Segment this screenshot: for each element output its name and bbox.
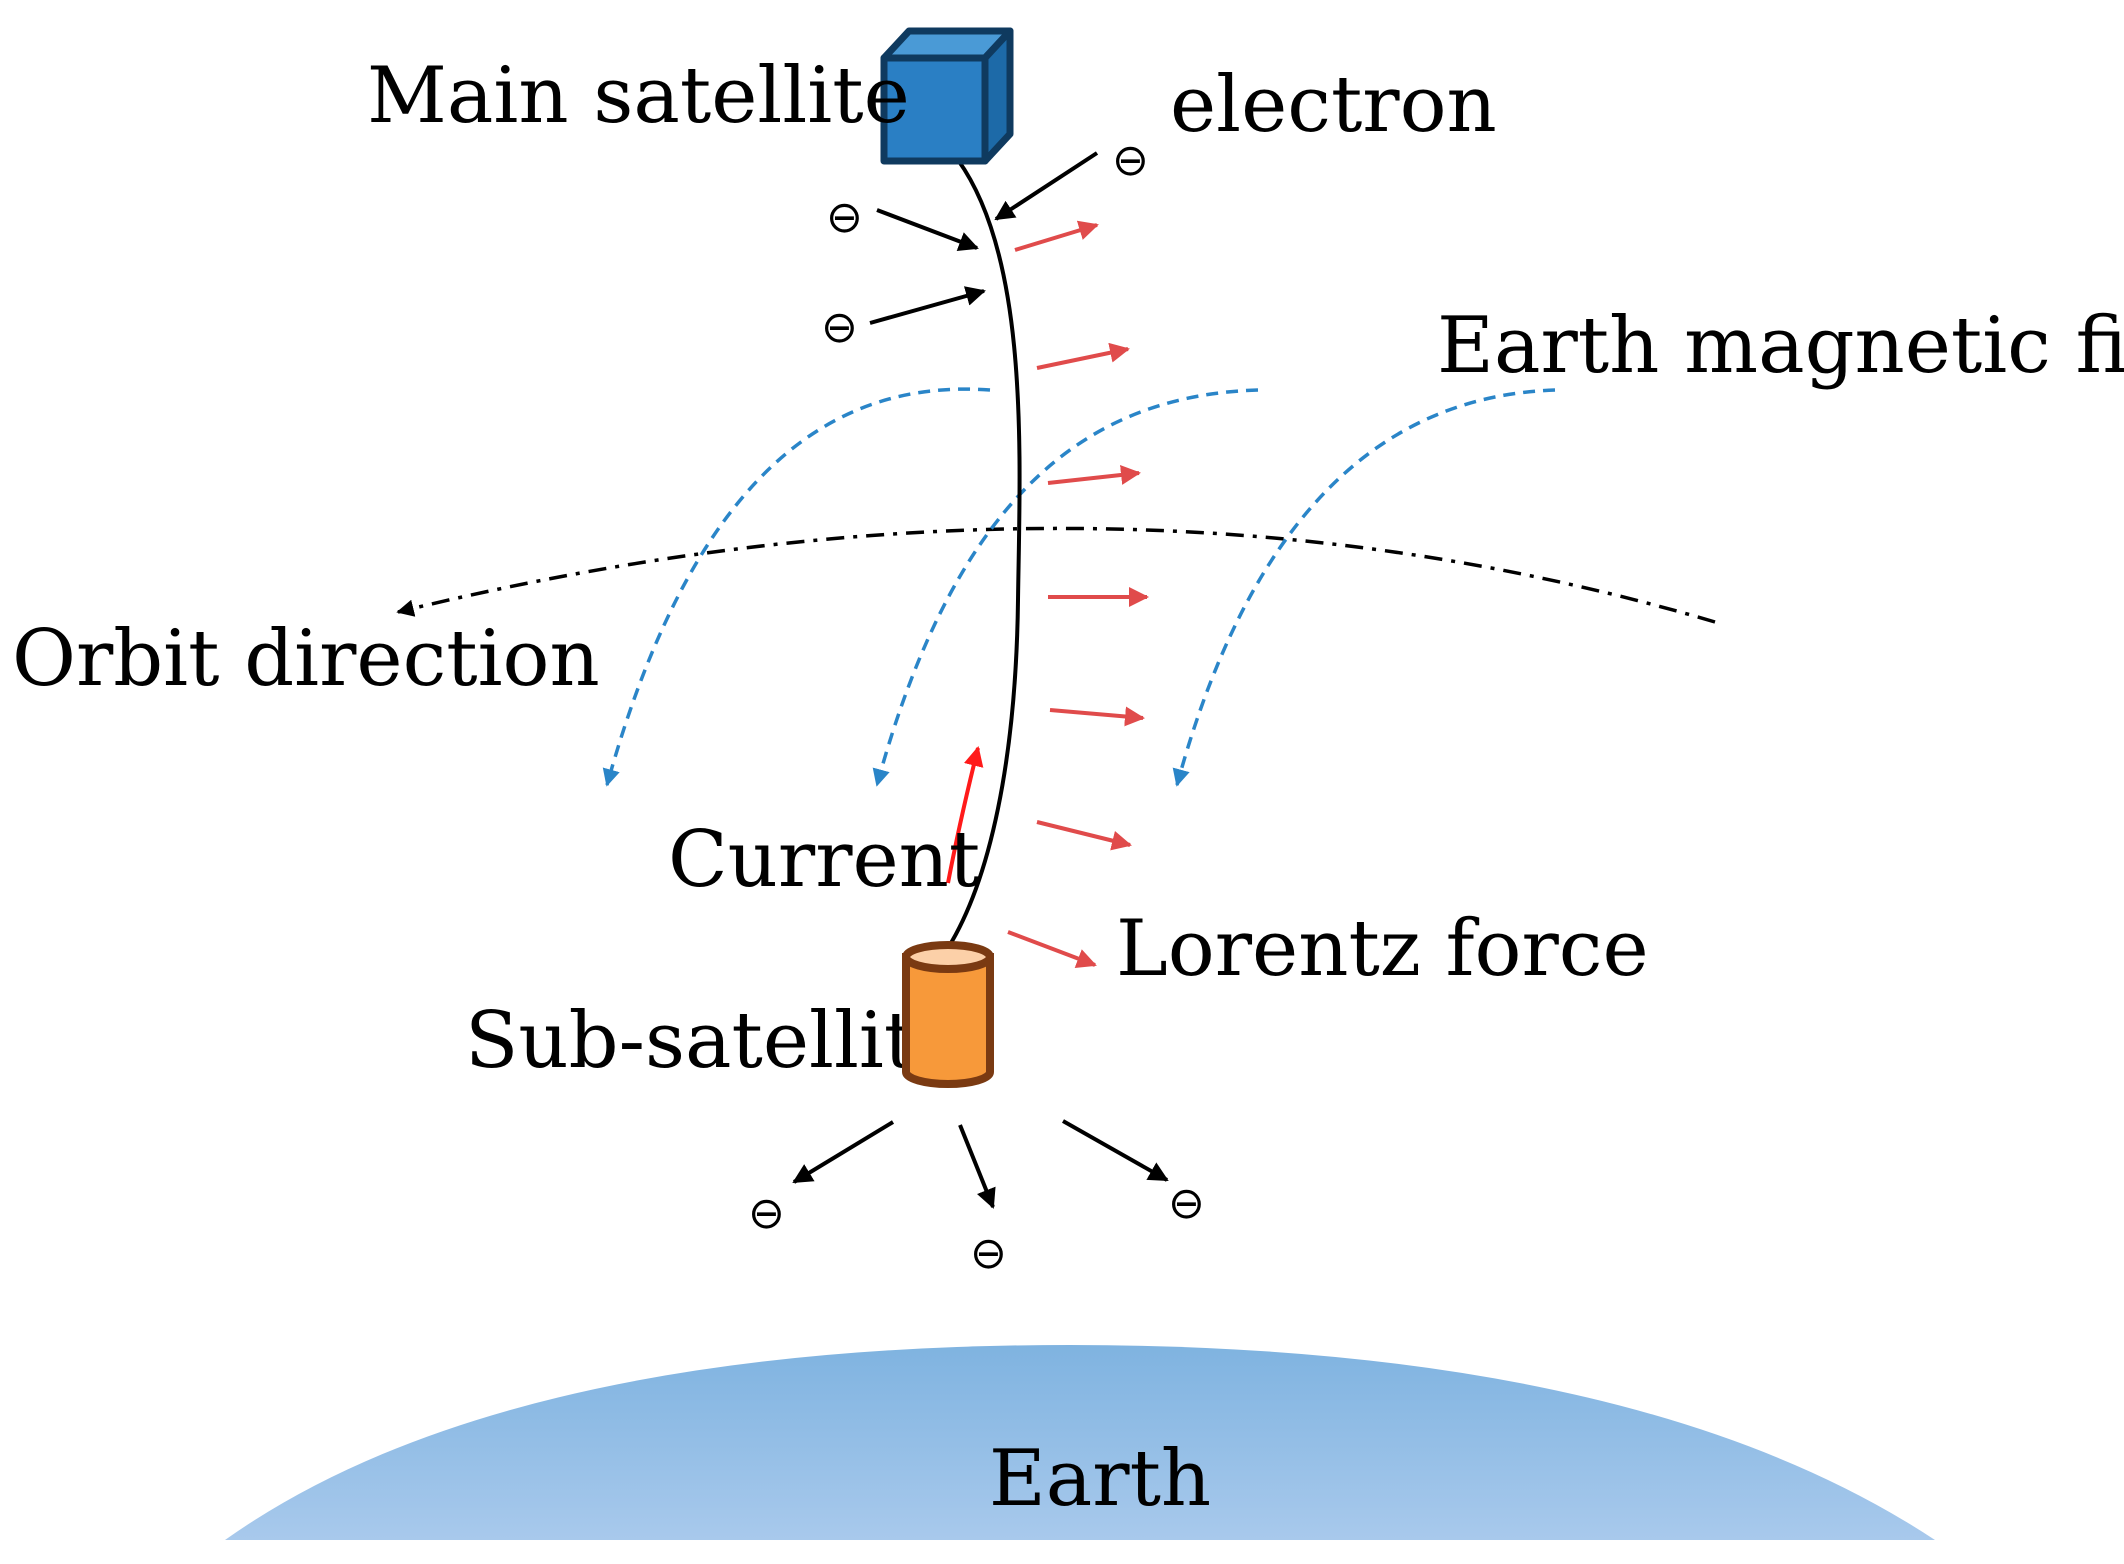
lorentz-force-arrow: [1036, 820, 1132, 851]
earth-shape: [225, 1345, 1935, 1540]
electron-symbol: ⊖: [826, 192, 863, 243]
electron-arrow: [994, 151, 1099, 221]
current-label: Current: [668, 815, 980, 905]
lorentz-force-arrow: [1036, 342, 1130, 370]
lorentz-force-arrow: [1047, 465, 1141, 485]
current-arrow: [946, 746, 984, 884]
earth-magnetic-field-label: Earth magnetic field: [1437, 301, 2124, 391]
sub-satellite: [902, 941, 994, 1088]
electron-symbol: ⊖: [1112, 135, 1149, 186]
electron-symbol: ⊖: [970, 1228, 1007, 1279]
magnetic-field-line: [1172, 388, 1556, 787]
lorentz-force-arrow: [1014, 220, 1099, 252]
magnetic-field-line: [872, 388, 1259, 787]
magnetic-field-line: [602, 387, 991, 787]
electron-label: electron: [1170, 60, 1497, 150]
electron-symbol: ⊖: [821, 302, 858, 353]
tether: [946, 158, 1022, 950]
orbit-direction-path: [396, 526, 1716, 624]
electron-arrow: [958, 1124, 996, 1209]
electron-symbol: ⊖: [1168, 1178, 1205, 1229]
sub-satellite-label: Sub-satellite: [465, 996, 961, 1086]
electron-arrow: [1062, 1119, 1169, 1182]
main-satellite: [880, 27, 1014, 165]
electron-symbol: ⊖: [748, 1188, 785, 1239]
earth-label: Earth: [989, 1434, 1211, 1524]
electron-arrow: [876, 208, 979, 251]
lorentz-force-arrow: [1007, 930, 1097, 968]
lorentz-force-label: Lorentz force: [1116, 904, 1649, 994]
orbit-direction-label: Orbit direction: [12, 614, 600, 704]
lorentz-force-arrow: [1049, 706, 1145, 727]
electron-arrow: [792, 1120, 895, 1184]
main-satellite-label: Main satellite: [367, 51, 910, 141]
electron-arrow: [869, 286, 986, 325]
